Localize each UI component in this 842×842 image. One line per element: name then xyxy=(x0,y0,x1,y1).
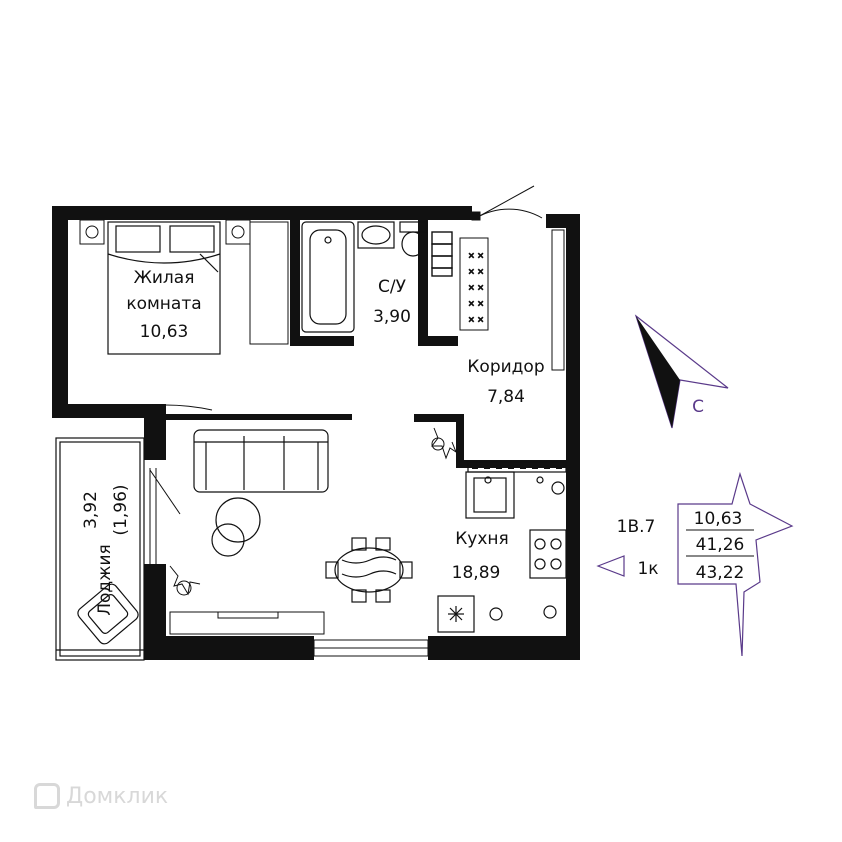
domclick-logo-icon xyxy=(34,783,60,809)
areas-panel: 10,63 41,26 43,22 xyxy=(677,471,794,657)
corridor-name: Коридор xyxy=(467,357,544,377)
loggia-area: 3,92 xyxy=(81,491,101,529)
walls xyxy=(52,206,580,660)
sink xyxy=(357,221,395,249)
compass-north-label: С xyxy=(692,397,704,417)
living-room-name-2: комната xyxy=(126,294,201,314)
dining-table xyxy=(325,537,413,603)
corridor-area: 7,84 xyxy=(487,387,525,407)
interior-doors xyxy=(119,404,213,566)
washing-machine xyxy=(431,231,453,277)
area-total-with-loggia: 43,22 xyxy=(696,563,745,583)
tv-unit xyxy=(169,611,325,635)
watermark: Домклик xyxy=(34,783,168,809)
coffee-table xyxy=(211,497,261,557)
toilet xyxy=(399,221,427,257)
triangle-marker-icon xyxy=(596,555,625,577)
plant-1 xyxy=(169,427,458,596)
kitchen-name: Кухня xyxy=(455,529,509,549)
bathtub xyxy=(301,221,355,333)
svg-text:× ×: × × xyxy=(468,251,484,260)
shoe-rack: × × × × × × × × × × xyxy=(459,237,489,331)
kitchen-counter xyxy=(437,461,567,633)
loggia-area-reduced: (1,96) xyxy=(111,484,131,535)
areas-panel-frame xyxy=(677,471,794,657)
living-room-area: 10,63 xyxy=(140,322,189,342)
wardrobe xyxy=(249,221,289,345)
kitchen-area: 18,89 xyxy=(452,563,501,583)
svg-text:× ×: × × xyxy=(468,315,484,324)
loggia-outline xyxy=(55,437,145,661)
living-room-name-1: Жилая xyxy=(134,268,195,288)
area-living: 10,63 xyxy=(694,509,743,529)
area-total: 41,26 xyxy=(696,535,745,555)
svg-text:× ×: × × xyxy=(468,299,484,308)
rooms-count: 1к xyxy=(637,559,658,579)
windows xyxy=(53,229,565,657)
compass-icon: С xyxy=(634,314,729,429)
loggia-name: Лоджия xyxy=(95,544,115,616)
apartment-code: 1В.7 xyxy=(617,517,656,537)
loggia-chair xyxy=(77,583,139,645)
watermark-text: Домклик xyxy=(66,783,169,809)
entrance-door xyxy=(471,185,543,221)
svg-text:× ×: × × xyxy=(468,283,484,292)
svg-text:× ×: × × xyxy=(468,267,484,276)
bathroom-name: С/У xyxy=(378,277,407,297)
nightstands xyxy=(79,219,251,245)
bed xyxy=(107,221,221,355)
bathroom-area: 3,90 xyxy=(373,307,411,327)
sofa xyxy=(193,429,329,493)
upper-cabinets xyxy=(472,463,562,469)
